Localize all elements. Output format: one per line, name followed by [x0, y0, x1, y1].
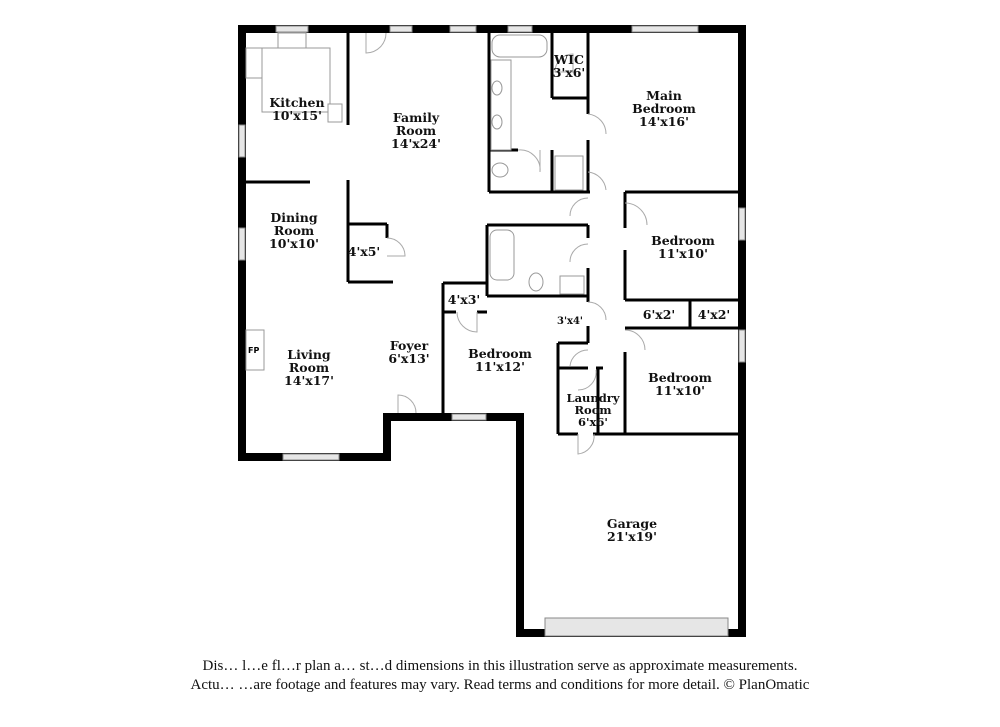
room-dims: 11'x12' [475, 359, 525, 374]
room-dims: 4'x2' [697, 307, 731, 322]
room-dims: 21'x19' [607, 529, 657, 544]
disclaimer: Dis… l…e fl…r plan a… st…d dimensions in… [0, 657, 1000, 695]
room-name: Bedroom [468, 346, 532, 361]
closet-4x5-label: 4'x5' [348, 245, 381, 258]
room-name: Laundry [566, 391, 620, 405]
room-name: Bedroom [651, 233, 715, 248]
windows [238, 25, 746, 637]
room-dims: 3'x6' [552, 65, 586, 80]
doors [365, 32, 648, 455]
room-dims: 6'x2' [642, 307, 676, 322]
room-dims: 14'x17' [284, 373, 334, 388]
closet-4x3-label: 4'x3' [448, 293, 481, 306]
room-name: Family [392, 110, 440, 125]
fixtures [245, 32, 585, 371]
room-dims: 11'x10' [655, 383, 705, 398]
room-name: Main [646, 88, 682, 103]
room-name: Room [574, 403, 612, 417]
room-dims: 4'x3' [447, 292, 481, 307]
room-name: Room [288, 360, 330, 375]
room-dims: 10'x15' [272, 108, 322, 123]
room-dims: 6'x13' [388, 351, 430, 366]
room-name: Room [273, 223, 315, 238]
room-dims: 4'x5' [347, 244, 381, 259]
room-dims: 11'x10' [658, 246, 708, 261]
room-name: Bedroom [648, 370, 712, 385]
closet-4x2-label: 4'x2' [698, 308, 731, 321]
room-dims: 3'x4' [556, 316, 584, 327]
closet-3x4-label: 3'x4' [557, 315, 583, 328]
room-name: WIC [554, 52, 584, 67]
room-name: Room [395, 123, 437, 138]
room-dims: 14'x16' [639, 114, 689, 129]
fireplace-label: FP [248, 346, 260, 355]
room-name: Foyer [389, 338, 429, 353]
room-dims: 6'x6' [578, 415, 608, 429]
room-name: Garage [606, 516, 658, 531]
disclaimer-line-2: Actu… …are footage and features may vary… [190, 677, 810, 693]
closet-6x2-label: 6'x2' [643, 308, 676, 321]
room-name: Living [287, 347, 331, 362]
room-name: Kitchen [269, 95, 325, 110]
room-name: Bedroom [632, 101, 696, 116]
disclaimer-line-1: Dis… l…e fl…r plan a… st…d dimensions in… [202, 658, 798, 674]
room-dims: 14'x24' [391, 136, 441, 151]
room-dims: 10'x10' [269, 236, 319, 251]
interior-walls [246, 33, 738, 436]
room-name: Dining [270, 210, 318, 225]
